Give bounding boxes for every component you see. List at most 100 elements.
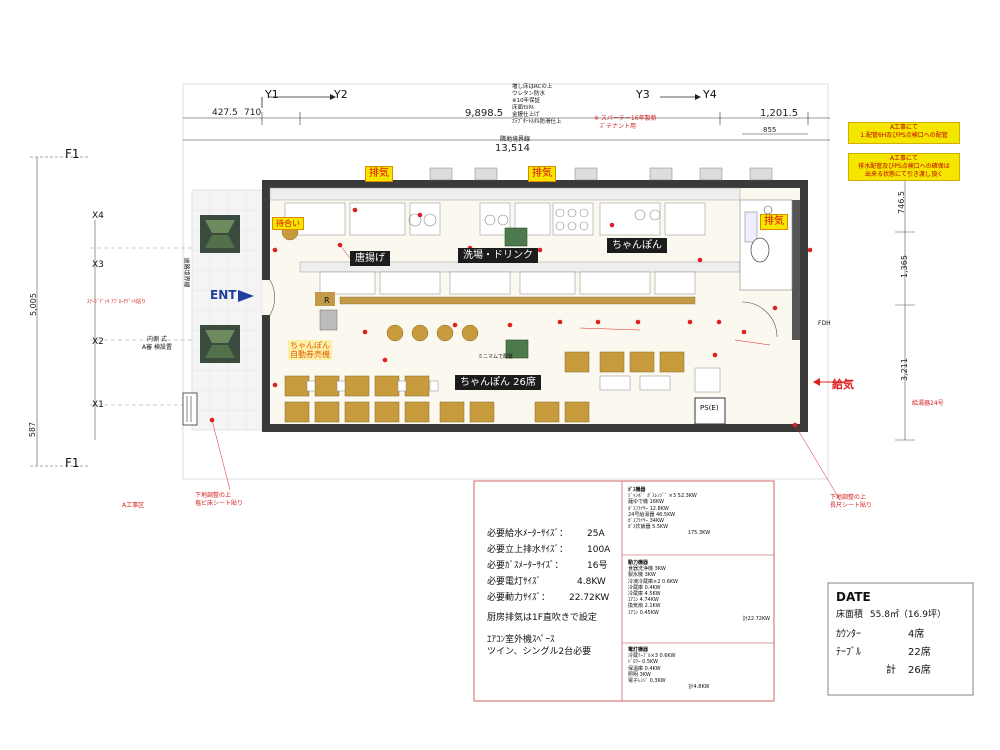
a-work-note-2: A工事にて 排水配管及びPS点検口への確保は 出来る状態にて引き渡し頂く: [848, 153, 960, 181]
date-box: DATE 床面積 55.8㎡（16.9坪） ｶｳﾝﾀｰ 4席 ﾃｰﾌﾞﾙ 22席…: [836, 590, 971, 678]
spec-power-val: 22.72KW: [569, 593, 610, 603]
spec-water: 必要給水ﾒｰﾀｰｻｲｽﾞ： 25A: [487, 528, 612, 540]
top-note-5: 金鏝仕上げ: [512, 112, 540, 118]
dim-3211: 3,211: [899, 358, 909, 381]
right-floor-note-2: 長尺シート貼り: [830, 502, 873, 509]
karaage-sign: 唐揚げ: [350, 251, 390, 266]
top-note-3: ※10年保証: [512, 98, 541, 104]
area-row: 床面積 55.8㎡（16.9坪）: [836, 608, 971, 622]
champon-seats-sign: ちゃんぽん 26席: [455, 375, 541, 390]
left-side-note-1b: ｱﾌﾟﾛｰﾁﾃﾞｯｷ貼り: [111, 299, 147, 305]
water-heater-label: 給湯器24号: [912, 400, 944, 407]
vending-label: ちゃんぽん 自動券売機: [288, 340, 332, 360]
power-row: ｴｱｺﾝ 4.74KW: [628, 597, 659, 604]
a-work-note-1-line1: A工事にて: [889, 124, 919, 131]
total-row: 計 26席: [836, 664, 971, 678]
spec-drain-label: 必要立上排水ｻｲｽﾞ：: [487, 545, 569, 555]
counter-row: ｶｳﾝﾀｰ 4席: [836, 628, 971, 642]
a-work-note-2-line1: A工事にて: [889, 155, 919, 162]
grid-x1-label: X1: [92, 400, 104, 410]
power-row: 冷蔵庫 4.5KW: [628, 591, 661, 598]
dim-1201: 1,201.5: [760, 108, 799, 119]
power-row: 食器洗浄機 3KW: [628, 566, 666, 573]
left-side-note-2: 内側 式 A審 検設置: [142, 336, 172, 352]
planter-bottom: [200, 325, 240, 363]
top-note-2: ウレタン防水: [512, 91, 546, 97]
total-value: 26席: [908, 665, 931, 676]
exhaust-label-3: 排気: [760, 214, 788, 230]
spec-drain-val: 100A: [587, 545, 611, 555]
power-title: 動力機器: [628, 560, 649, 566]
power-row: 冷蔵庫 0.4KW: [628, 584, 661, 591]
dim-855: 855: [763, 126, 777, 134]
light-row: 保温庫 0.4KW: [628, 665, 661, 672]
gas-row: ｶﾞｽﾌﾗｲﾔｰ 12.8KW: [628, 505, 669, 512]
vending-label-main: ちゃんぽん: [290, 341, 330, 350]
right-floor-note: 下地調整の上 長尺シート貼り: [830, 494, 872, 510]
total-label: 計: [886, 665, 896, 676]
gas-row: ｶﾞｽ炊飯器 5.5KW: [628, 524, 669, 531]
a-work-note-2-line3: 出来る状態にて引き渡し頂く: [864, 171, 943, 178]
left-side-note-1a: ｽﾃｰｼﾞﾃﾞｯｷ: [87, 299, 110, 305]
champon-sign-kitchen: ちゃんぽん: [607, 238, 667, 253]
left-side-note-1: ｽﾃｰｼﾞﾃﾞｯｷ ｱﾌﾟﾛｰﾁﾃﾞｯｷ貼り: [87, 298, 146, 305]
left-floor-note-1: 下地調整の上: [195, 492, 232, 499]
power-row: 冷凍冷蔵庫×2 0.6KW: [628, 578, 678, 585]
r-label: R: [324, 296, 330, 305]
dim-9898: 9,898.5: [465, 108, 504, 119]
grid-x2-label: X2: [92, 337, 104, 347]
dim-1365: 1,365: [899, 255, 909, 278]
grid-x3-label: X3: [92, 260, 104, 270]
tenant-note: ｽﾞテナント用: [600, 123, 637, 130]
left-side-note-2a: 内側 式: [147, 336, 167, 343]
gas-row: ｶﾞｽﾌﾗｲﾔｰ 34KW: [628, 518, 664, 525]
planter-top: [200, 215, 240, 253]
table-value: 22席: [908, 647, 931, 658]
date-title: DATE: [836, 590, 871, 604]
dim-427: 427.5: [212, 108, 238, 118]
spec-exhaust: 厨房排気は1F直吹きで設定: [487, 613, 597, 623]
power-total: 計22.72KW: [742, 615, 770, 622]
spec-water-label: 必要給水ﾒｰﾀｰｻｲｽﾞ：: [487, 529, 569, 539]
light-row: 冷蔵ﾃｰﾌﾞﾙ×3 0.6KW: [628, 653, 676, 660]
road-label: 道路境界線: [182, 257, 190, 288]
spec-water-val: 25A: [587, 529, 605, 539]
spec-gas-label: 必要ｶﾞｽﾒｰﾀｰｻｲｽﾞ：: [487, 561, 564, 571]
top-note-1: 増し床はRCの上: [512, 84, 553, 90]
grid-y2-label: Y2: [334, 88, 348, 101]
left-floor-note: 下地調整の上 塩ビ床シート貼り: [195, 492, 243, 508]
gas-title: ｶﾞｽ機器: [628, 487, 646, 493]
ent-label: ENT: [210, 288, 237, 302]
power-row: 換気扇 2.1KW: [628, 603, 661, 610]
spec-aircon-1: ｴｱｺﾝ室外機ｽﾍﾟｰｽ: [487, 635, 555, 645]
dim-5005: 5,005: [28, 293, 38, 316]
spec-gas: 必要ｶﾞｽﾒｰﾀｰｻｲｽﾞ：16号: [487, 560, 612, 572]
spec-power: 必要動力ｻｲｽﾞ：22.72KW: [487, 592, 612, 604]
light-row: 照明 3KW: [628, 671, 651, 678]
light-row: 電子ﾚﾝｼﾞ 0.3KW: [628, 678, 666, 685]
minimum-label: ミニマムで配置: [478, 354, 514, 360]
a-work-note-1-line2: 1.配管6H及びPS点検口への配管: [860, 132, 948, 139]
left-side-note-2b: A審 検設置: [142, 344, 173, 351]
exhaust-label-2: 排気: [528, 166, 556, 182]
light-total: 計4.8KW: [688, 684, 710, 691]
drink-sign: 洗場・ドリンク: [458, 248, 538, 263]
meter-note: ※ スパーテー16年製新: [594, 115, 657, 122]
spec-panel: 必要給水ﾒｰﾀｰｻｲｽﾞ： 25A 必要立上排水ｻｲｽﾞ： 100A 必要ｶﾞｽﾒｰ…: [487, 528, 612, 658]
supply-label: 給気: [832, 378, 854, 391]
gas-row: ｼﾞｬﾝﾎﾞﾞ ｶﾞｽﾚﾝｼﾞﾞ ×3 52.3KW: [628, 493, 697, 500]
grid-f1-bottom-label: F1: [65, 456, 80, 470]
counter-label: ｶｳﾝﾀｰ: [836, 629, 861, 640]
counter-value: 4席: [908, 629, 925, 640]
gas-row: 麺ゆで機 16KW: [628, 499, 664, 506]
grid-y4-label: Y4: [703, 88, 717, 101]
power-row: 製氷機 3KW: [628, 572, 656, 579]
spec-drain: 必要立上排水ｻｲｽﾞ： 100A: [487, 544, 612, 556]
spec-light-val: 4.8KW: [577, 577, 606, 587]
grid-x4-label: X4: [92, 211, 104, 221]
